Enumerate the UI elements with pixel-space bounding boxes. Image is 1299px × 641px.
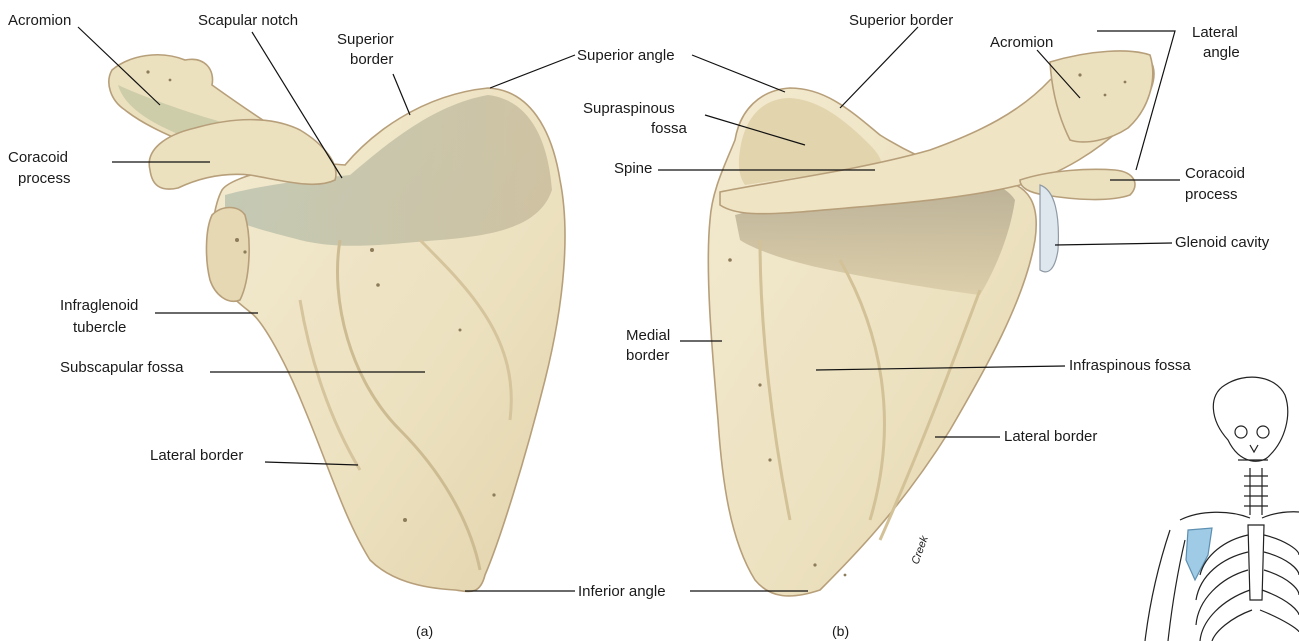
scapula-anterior-view xyxy=(109,55,565,592)
label-b-supraspinous-2: fossa xyxy=(651,120,688,137)
label-b-superior-border: Superior border xyxy=(849,12,953,29)
label-b-spine: Spine xyxy=(614,160,652,177)
skeleton-inset xyxy=(1145,377,1299,641)
caption-b: (b) xyxy=(832,623,849,639)
scapula-posterior-view: Creek xyxy=(708,51,1154,596)
artist-signature: Creek xyxy=(910,534,931,566)
leader-b-superior-border xyxy=(840,27,918,108)
label-b-lateral-angle-1: Lateral xyxy=(1192,24,1238,41)
label-a-superior-border-2: border xyxy=(350,51,393,68)
label-b-coracoid-1: Coracoid xyxy=(1185,165,1245,182)
scapula-b-acromion xyxy=(1050,51,1153,142)
label-a-lateral-border: Lateral border xyxy=(150,447,243,464)
label-a-infraglenoid-1: Infraglenoid xyxy=(60,297,138,314)
label-b-acromion: Acromion xyxy=(990,34,1053,51)
label-a-superior-border-1: Superior xyxy=(337,31,394,48)
label-b-supraspinous-1: Supraspinous xyxy=(583,100,675,117)
label-a-infraglenoid-2: tubercle xyxy=(73,319,126,336)
label-b-coracoid-2: process xyxy=(1185,186,1238,203)
label-b-glenoid-cavity: Glenoid cavity xyxy=(1175,234,1270,251)
leader-superior-angle xyxy=(490,55,575,88)
label-b-medial-border-1: Medial xyxy=(626,327,670,344)
label-a-acromion: Acromion xyxy=(8,12,71,29)
label-a-coracoid-1: Coracoid xyxy=(8,149,68,166)
label-b-infraspinous-fossa: Infraspinous fossa xyxy=(1069,357,1191,374)
inset-scapula-highlight xyxy=(1186,528,1212,580)
leader-a-superior-border xyxy=(393,74,410,115)
label-b-medial-border-2: border xyxy=(626,347,669,364)
label-inferior-angle: Inferior angle xyxy=(578,583,666,600)
leader-superior-angle-b xyxy=(692,55,785,92)
leader-b-glenoid xyxy=(1055,243,1172,245)
label-b-lateral-border: Lateral border xyxy=(1004,428,1097,445)
label-a-subscapular-fossa: Subscapular fossa xyxy=(60,359,184,376)
label-b-lateral-angle-2: angle xyxy=(1203,44,1240,61)
skull-outline xyxy=(1213,377,1287,461)
label-a-scapular-notch: Scapular notch xyxy=(198,12,298,29)
label-superior-angle: Superior angle xyxy=(577,47,675,64)
scapula-b-glenoid xyxy=(1040,185,1058,272)
label-a-coracoid-2: process xyxy=(18,170,71,187)
scapula-a-glenoid xyxy=(206,208,249,302)
caption-a: (a) xyxy=(416,623,433,639)
